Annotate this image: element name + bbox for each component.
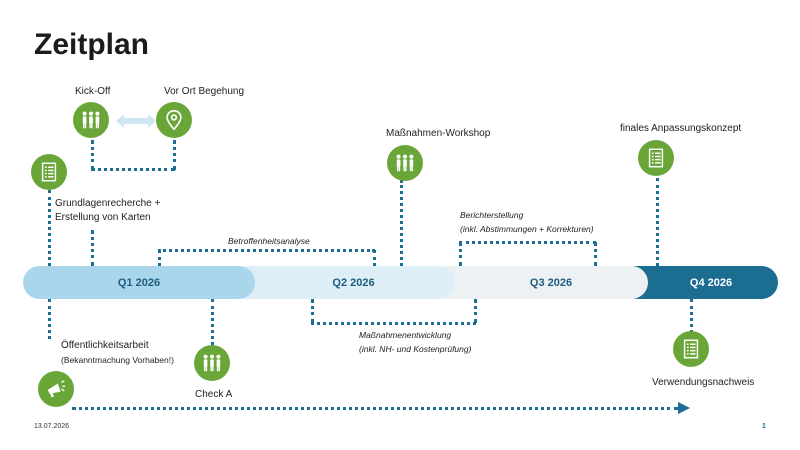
- grundlagen-label-line2: Erstellung von Karten: [55, 212, 151, 223]
- connector-betroffenheit-right: [373, 250, 376, 266]
- connector-massnahmen-left: [311, 299, 314, 323]
- massnahmen-label-line1: Maßnahmenentwicklung: [359, 330, 452, 340]
- page-title: Zeitplan: [34, 28, 150, 61]
- connector-grundlagen: [91, 230, 94, 266]
- bericht-label-line1: Berichterstellung: [460, 210, 524, 220]
- kickoff-marker: [73, 102, 109, 138]
- bericht-label-line2: (inkl. Abstimmungen + Korrekturen): [460, 224, 594, 234]
- verwendung-label: Verwendungsnachweis: [652, 377, 755, 388]
- quarter-q1: Q1 2026: [23, 266, 255, 299]
- connector-workshop: [400, 180, 403, 266]
- connector-kickoff-vorort: [91, 168, 175, 171]
- connector-verwendung: [690, 299, 693, 333]
- konzept-label: finales Anpassungskonzept: [620, 123, 742, 134]
- connector-vorort: [173, 140, 176, 170]
- quarter-q4: Q4 2026: [634, 266, 778, 299]
- connector-bericht: [459, 241, 596, 244]
- verwendung-marker: [673, 331, 709, 367]
- people-icon: [396, 154, 414, 172]
- check-a-label: Check A: [195, 389, 233, 400]
- workshop-marker: [387, 145, 423, 181]
- grundlagen-label-line1: Grundlagenrecherche +: [55, 198, 161, 209]
- quarter-q2: Q2 2026: [230, 266, 455, 299]
- vor-ort-label: Vor Ort Begehung: [164, 86, 245, 97]
- kickoff-label: Kick-Off: [75, 86, 111, 97]
- connector-bericht-right: [594, 242, 597, 266]
- oeffentlichkeit-sublabel: (Bekanntmachung Vorhaben!): [61, 355, 174, 365]
- document-list-icon: [648, 148, 664, 168]
- oeffentlichkeit-label: Öffentlichkeitsarbeit: [61, 340, 149, 351]
- quarter-q3-label: Q3 2026: [529, 276, 573, 289]
- quarter-q4-label: Q4 2026: [689, 276, 733, 289]
- connector-check-a: [211, 299, 214, 345]
- double-arrow-icon: [116, 114, 156, 128]
- connector-bericht-left: [459, 242, 462, 266]
- people-icon: [203, 354, 221, 372]
- connector-betroffenheit: [158, 249, 375, 252]
- document-list-icon: [41, 162, 57, 182]
- konzept-marker: [638, 140, 674, 176]
- massnahmen-label-line2: (inkl. NH- und Kostenprüfung): [359, 344, 472, 354]
- arrow-head-icon: [678, 402, 690, 414]
- connector-kickoff: [91, 140, 94, 170]
- page-number: 1: [762, 423, 766, 430]
- connector-betroffenheit-left: [158, 250, 161, 266]
- location-pin-icon: [166, 110, 182, 131]
- betroffenheit-label: Betroffenheitsanalyse: [228, 236, 310, 246]
- oeffentlichkeit-marker: [38, 371, 74, 407]
- connector-bottom-arrow: [72, 407, 678, 410]
- connector-massnahmen-right: [474, 299, 477, 323]
- vor-ort-marker: [156, 102, 192, 138]
- connector-massnahmen: [311, 322, 476, 325]
- footer-date: 13.07.2026: [34, 423, 70, 430]
- document-list-icon: [683, 339, 699, 359]
- check-a-marker: [194, 345, 230, 381]
- quarter-q3: Q3 2026: [430, 266, 648, 299]
- megaphone-icon: [47, 380, 66, 398]
- workshop-label: Maßnahmen-Workshop: [386, 128, 491, 139]
- connector-oeffentlichkeit: [48, 299, 51, 339]
- connector-doc1: [48, 190, 51, 266]
- people-icon: [82, 111, 100, 129]
- grundlagen-marker: [31, 154, 67, 190]
- quarter-q1-label: Q1 2026: [117, 276, 161, 289]
- connector-konzept: [656, 178, 659, 266]
- quarter-q2-label: Q2 2026: [332, 276, 375, 289]
